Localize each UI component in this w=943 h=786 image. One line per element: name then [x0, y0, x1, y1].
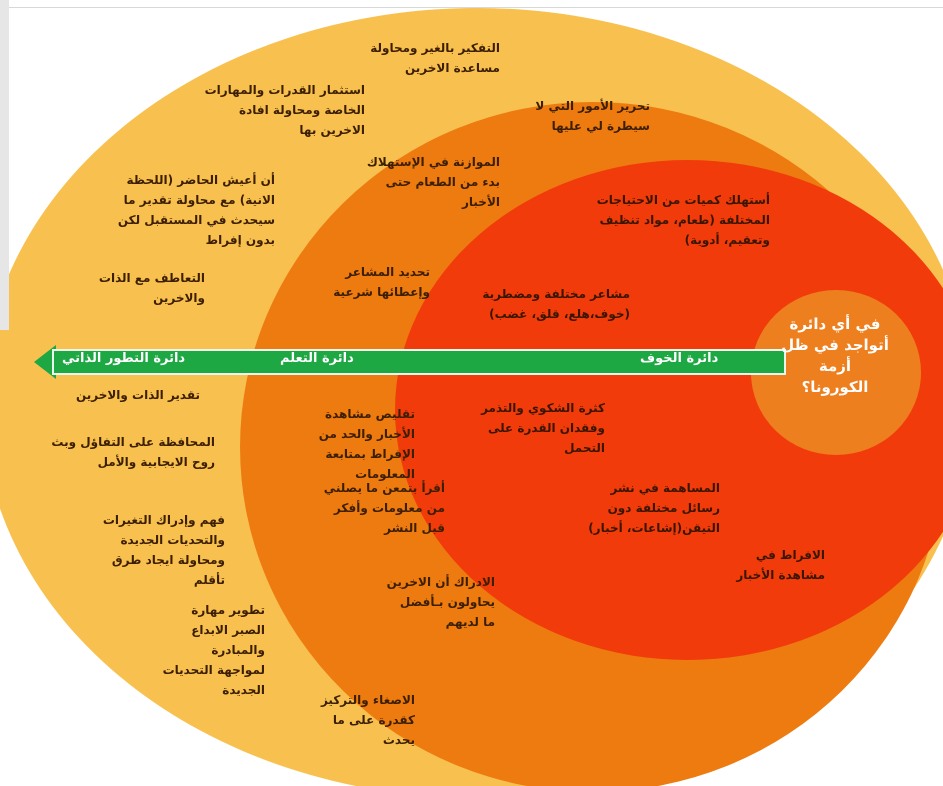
growth-item: أن أعيش الحاضر (اللحظة الانية) مع محاولة…: [117, 173, 275, 247]
growth-item: استثمار القدرات والمهارات الخاصة ومحاولة…: [204, 83, 365, 137]
center-question: في أي دائرة أتواجد في ظل أزمة الكورونا؟: [781, 315, 889, 396]
window-edge: [0, 0, 9, 330]
growth-item: التعاطف مع الذات والاخرين: [98, 271, 205, 305]
growth-item: فهم وإدراك التغيرات والتحديات الجديدة وم…: [102, 513, 225, 587]
fear-item: المساهمة في نشر رسائل مختلفة دون التيقن(…: [588, 481, 720, 535]
learning-item: الاصغاء والتركيز كقدرة على ما يحدث: [320, 693, 415, 747]
learning-item: تحديد المشاعر وإعطائها شرعية: [333, 265, 430, 299]
growth-item: تطوير مهارة الصبر الابداع والمبادرة لموا…: [162, 603, 265, 697]
growth-item: المحافظة على التفاؤل وبث روح الايجابية و…: [51, 435, 215, 469]
learning-item: أقرأ بتمعن ما يصلني من معلومات وأفكر قبل…: [323, 481, 445, 535]
growth-item: تقدير الذات والاخرين: [75, 388, 200, 402]
learning-item: الادراك أن الاخرين يحاولون بـأفضل ما لدي…: [386, 575, 495, 629]
growth-circle-label: دائرة التطور الذاتي: [62, 351, 186, 366]
arrow-body: [52, 349, 786, 375]
fear-item: الافراط في مشاهدة الأخبار: [736, 548, 825, 582]
learning-item: تحرير الأمور التي لا سيطرة لي عليها: [535, 99, 650, 133]
growth-item: التفكير بالغير ومحاولة مساعدة الاخرين: [370, 41, 500, 75]
learning-item: الموازنة في الإستهلاك بدء من الطعام حتى …: [366, 155, 500, 209]
fear-item: مشاعر مختلفة ومضطربة (خوف،هلع، قلق، غضب): [482, 287, 630, 321]
fear-item: أستهلك كميات من الاحتياجات المختلفة (طعا…: [596, 193, 770, 247]
learning-circle-label: دائرة التعلم: [280, 351, 354, 366]
growth-direction-arrow: [34, 345, 786, 379]
fear-circle-label: دائرة الخوف: [640, 351, 719, 366]
learning-item: تقليص مشاهدة الأخبار والحد من الإفراط بم…: [318, 407, 415, 481]
top-bar: [0, 0, 943, 8]
arrow-head-icon: [34, 345, 56, 379]
fear-item: كثرة الشكوي والتذمر وفقدان القدرة على ال…: [481, 401, 605, 455]
